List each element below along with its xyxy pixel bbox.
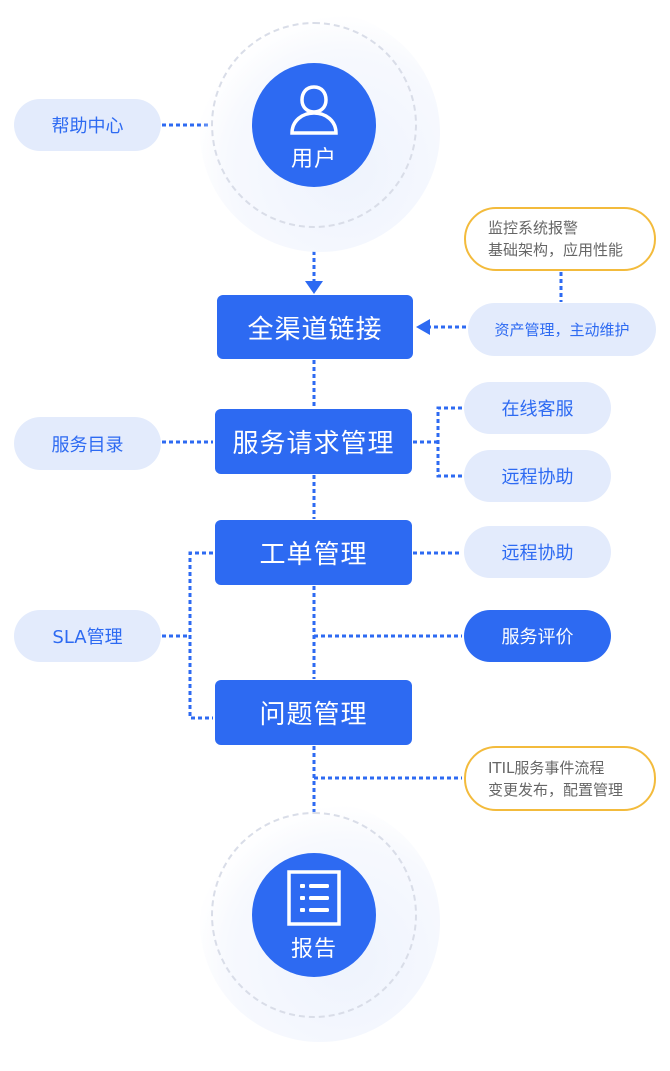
monitoring-note: 监控系统报警 基础架构，应用性能 — [464, 207, 656, 271]
itil-note-line2: 变更发布，配置管理 — [488, 780, 624, 799]
remote-assist-pill-2[interactable]: 远程协助 — [464, 526, 611, 578]
report-ring — [211, 812, 417, 1018]
connector-sla-bracket — [188, 551, 213, 720]
monitoring-note-line2: 基础架构，应用性能 — [488, 241, 624, 259]
service-request-node[interactable]: 服务请求管理 — [215, 409, 412, 474]
omnichannel-node[interactable]: 全渠道链接 — [217, 295, 413, 359]
arrow-left-icon — [416, 319, 430, 335]
ticket-node[interactable]: 工单管理 — [215, 520, 412, 585]
user-ring — [211, 22, 417, 228]
monitoring-note-line1: 监控系统报警 — [488, 219, 579, 237]
help-center-pill[interactable]: 帮助中心 — [14, 99, 161, 151]
list-document-icon — [287, 870, 341, 926]
user-icon — [290, 85, 338, 135]
problem-node[interactable]: 问题管理 — [215, 680, 412, 745]
report-node[interactable]: 报告 — [252, 853, 376, 977]
user-label: 用户 — [290, 147, 337, 172]
report-label: 报告 — [290, 937, 337, 962]
itil-note-line1: ITIL服务事件流程 — [488, 758, 605, 777]
itil-note: ITIL服务事件流程 变更发布，配置管理 — [464, 746, 656, 811]
asset-pill[interactable]: 资产管理，主动维护 — [468, 303, 656, 356]
remote-assist-pill[interactable]: 远程协助 — [464, 450, 611, 502]
user-node[interactable]: 用户 — [252, 63, 376, 187]
service-catalog-pill[interactable]: 服务目录 — [14, 417, 161, 470]
service-rating-pill[interactable]: 服务评价 — [464, 610, 611, 662]
online-support-pill[interactable]: 在线客服 — [464, 382, 611, 434]
arrow-down-icon — [305, 281, 323, 294]
sla-pill[interactable]: SLA管理 — [14, 610, 161, 662]
connector-service-right-bracket — [436, 406, 462, 478]
